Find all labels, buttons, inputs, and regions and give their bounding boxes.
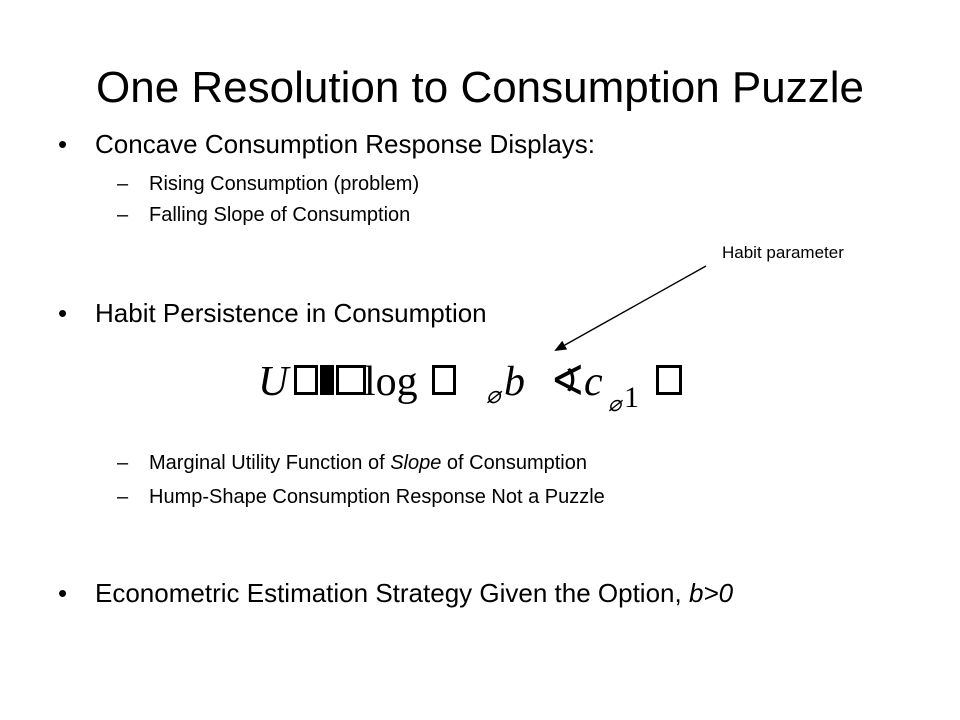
equation-subscript-one: 1 xyxy=(624,381,639,414)
equation-minus-glyph: ⌀ xyxy=(486,383,501,409)
slide-title: One Resolution to Consumption Puzzle xyxy=(96,63,864,112)
equation-U: U xyxy=(258,359,289,405)
subitem-text: Rising Consumption (problem) xyxy=(149,173,420,195)
equation-log: log xyxy=(364,359,418,405)
equation-glyph xyxy=(320,365,334,395)
subitem-marker: – xyxy=(117,452,129,474)
subitem-marker: – xyxy=(117,173,129,195)
equation-b: b xyxy=(504,359,525,405)
equation-glyph xyxy=(656,365,682,395)
habit-parameter-callout: Habit parameter xyxy=(722,243,844,262)
subitem-marker: – xyxy=(117,486,129,508)
utility-equation: U log ⌀ b ∢ c ⌀ 1 xyxy=(258,352,698,416)
bullet-text: Econometric Estimation Strategy Given th… xyxy=(95,578,734,608)
equation-angle-glyph: ∢ xyxy=(550,359,586,405)
equation-glyph xyxy=(294,365,318,395)
bullet-text: Concave Consumption Response Displays: xyxy=(95,129,596,159)
bullet-marker: • xyxy=(58,298,68,328)
bullet-marker: • xyxy=(58,578,68,608)
subitem-marker: – xyxy=(117,204,129,226)
equation-glyph xyxy=(432,365,456,395)
subitem-text: Marginal Utility Function of Slope of Co… xyxy=(149,452,587,474)
equation-sub-glyph: ⌀ xyxy=(608,391,622,416)
equation-c: c xyxy=(584,359,603,405)
bullet-marker: • xyxy=(58,129,68,159)
equation-glyph xyxy=(336,365,366,395)
subitem-text: Falling Slope of Consumption xyxy=(149,204,411,226)
subitem-text: Hump-Shape Consumption Response Not a Pu… xyxy=(149,486,605,508)
bullet-text: Habit Persistence in Consumption xyxy=(95,298,487,328)
